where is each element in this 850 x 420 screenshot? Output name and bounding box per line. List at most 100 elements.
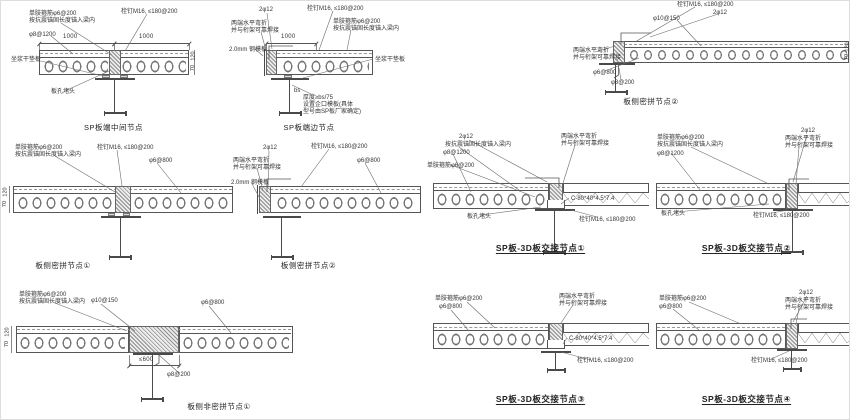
topping-line: [260, 193, 420, 194]
detail-title: 板侧非密拼节点①: [187, 402, 251, 411]
extension-line: [194, 50, 195, 75]
beam-bottom-flange: [270, 255, 294, 259]
hollow-cores: [281, 59, 369, 74]
hollow-cores: [627, 48, 847, 62]
channel-steel: [547, 200, 565, 209]
beam-web: [114, 79, 116, 112]
hollow-cores: [42, 59, 108, 74]
beam-web: [791, 350, 793, 368]
hollow-cores: [132, 195, 230, 211]
extension-line: [39, 43, 40, 50]
vdim-label: 120: [4, 327, 11, 337]
beam-bottom-flange: [108, 255, 132, 259]
label-stirrup: 单肢箍筋φ6@200 按抗震锚固长度锚入梁内: [29, 11, 96, 24]
beam-bottom-flange: [103, 111, 127, 115]
topping-line: [614, 47, 848, 48]
panel-top-layer: [798, 183, 849, 193]
grout-hatch: [115, 186, 131, 213]
beam-web: [289, 79, 291, 112]
label-plug: 板孔堵头: [661, 211, 686, 217]
beam-top-flange: [777, 349, 807, 351]
panel-top-layer: [563, 183, 649, 193]
panel-bottom-line: [563, 205, 649, 206]
bearing-pad: [284, 75, 292, 78]
label-bend: 两端水平弯折 并与桁架可靠焊接: [573, 48, 622, 61]
label-bend: 两端水平弯折 并与桁架可靠焊接: [233, 158, 282, 171]
beam-web: [555, 352, 557, 370]
label-pad: 坐浆干垫板: [11, 57, 42, 63]
beam-web: [792, 210, 794, 251]
label-channel: C-80*40*4.5*7.4: [569, 336, 613, 342]
vdim-label: 70: [2, 200, 9, 208]
mesh-line: [267, 53, 372, 54]
hollow-cores: [435, 332, 547, 347]
mesh-line: [657, 327, 785, 328]
beam-top-flange: [541, 351, 571, 353]
vdim-label: 120: [2, 187, 9, 197]
vdim-label: 70: [4, 340, 11, 348]
label-tie: φ6@800: [593, 70, 617, 76]
beam-web: [615, 64, 617, 92]
label-hook: φ8@200: [611, 80, 635, 86]
hollow-cores: [181, 335, 289, 351]
label-stud: 栓钉M16, ≤180@200: [311, 144, 368, 150]
beam-web: [281, 217, 283, 256]
label-tie: φ6@800: [659, 304, 683, 310]
topping-line: [434, 330, 548, 331]
dimension-line: [39, 43, 114, 44]
beam-bottom-flange: [140, 397, 164, 401]
beam-bottom-flange: [542, 250, 566, 254]
label-mesh: φ10@150: [91, 298, 118, 304]
dim-label: ≤600: [139, 357, 154, 363]
label-rebar: 2φ12: [263, 145, 277, 151]
dimension-line: [266, 43, 316, 44]
detail-title: SP板端中间节点: [83, 123, 143, 132]
topping-line: [267, 57, 372, 58]
label-plug: 板孔堵头: [467, 214, 492, 220]
label-stirrup: 单肢箍筋φ6@200 按抗震锚固长度锚入梁内: [657, 135, 724, 148]
label-rebar: 2φ12: [801, 128, 815, 134]
mesh-line: [614, 44, 848, 45]
hollow-cores: [120, 59, 186, 74]
topping-line: [657, 190, 785, 191]
hollow-cores: [435, 192, 547, 207]
label-rebar: 2φ12: [713, 10, 727, 16]
label-anchor: 按抗震锚固长度锚入梁内: [445, 142, 512, 148]
grout-hatch: [786, 323, 798, 349]
panel-bottom-line: [563, 345, 649, 346]
label-bend: 两端水平弯折 并与桁架可靠焊接: [785, 136, 834, 149]
extension-line: [179, 355, 180, 367]
grout-hatch: [266, 50, 277, 75]
mesh-line: [260, 189, 420, 190]
channel-steel: [547, 340, 565, 349]
bearing-pad: [123, 213, 130, 216]
label-bend: 两端水平弯折 并与桁架可靠焊接: [561, 134, 610, 147]
panel-bottom-line: [798, 345, 849, 346]
label-stud: 栓钉M16, ≤180@200: [97, 145, 154, 151]
panel-top-layer: [798, 323, 849, 333]
label-tie: φ6@800: [201, 300, 225, 306]
detail-title: SP板-3D板交接节点②: [701, 243, 792, 253]
beam-bottom-flange: [546, 368, 566, 372]
label-bs: bs: [294, 88, 301, 94]
beam-top-flange: [101, 216, 141, 218]
beam-top-flange: [95, 78, 135, 80]
extension-line: [316, 43, 317, 50]
label-bend: 两端水平弯折 并与桁架可靠焊接: [231, 21, 280, 34]
panel-top-layer: [563, 323, 649, 333]
beam-bottom-flange: [782, 367, 802, 371]
grout-hatch: [129, 326, 179, 353]
extension-line: [11, 326, 12, 353]
detail-title: 板侧密拼节点①: [35, 261, 91, 270]
label-stud: 栓钉M16, ≤180@200: [579, 217, 636, 223]
label-tie: φ6@800: [149, 158, 173, 164]
vdim-label: 70: [844, 53, 850, 61]
label-stirrup: 单肢箍筋φ6@200: [435, 296, 483, 302]
extension-line: [189, 43, 190, 50]
label-pad: 坐浆干垫板: [375, 57, 406, 63]
beam-top-flange: [263, 216, 301, 218]
extension-line: [129, 355, 130, 367]
edge-plate: [264, 49, 266, 76]
dim-label: 1000: [63, 34, 78, 40]
panel-bottom-line: [798, 205, 849, 206]
